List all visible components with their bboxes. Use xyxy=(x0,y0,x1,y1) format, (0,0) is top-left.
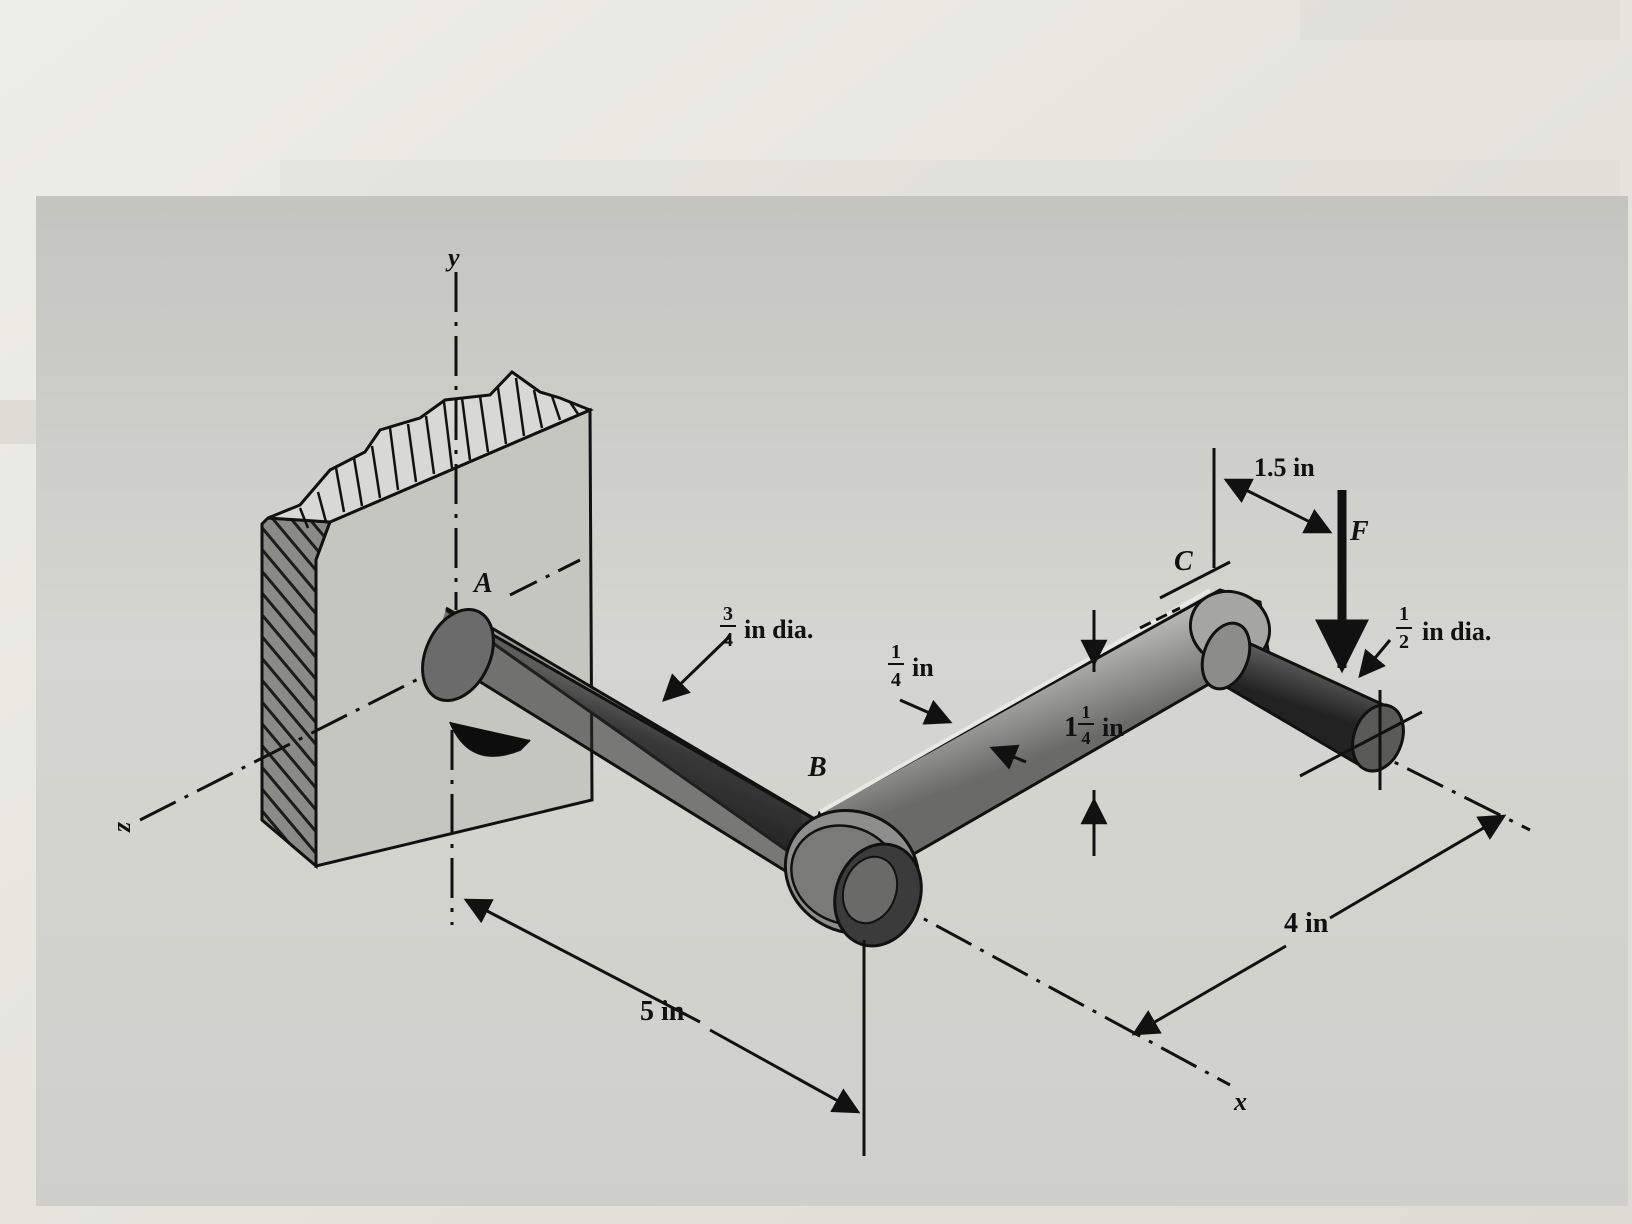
svg-text:4: 4 xyxy=(891,669,901,691)
svg-text:4 in: 4 in xyxy=(1284,908,1329,939)
z-axis-label: z xyxy=(107,821,136,833)
svg-text:in: in xyxy=(912,653,934,682)
crank-arm xyxy=(783,560,1272,948)
svg-text:1: 1 xyxy=(891,641,901,663)
dim-shaft-ab-diameter: 3 4 in dia. xyxy=(662,603,813,702)
svg-text:1: 1 xyxy=(1064,712,1078,743)
svg-text:2: 2 xyxy=(1399,631,1409,653)
y-axis xyxy=(450,272,458,925)
shaft-ab xyxy=(421,606,844,882)
point-b-label: B xyxy=(807,752,827,783)
point-c-label: C xyxy=(1174,546,1193,577)
svg-text:1.5 in: 1.5 in xyxy=(1254,453,1315,482)
dim-pin-diameter: 1 2 in dia. xyxy=(1299,603,1491,790)
dim-crank-width: 1 1 4 in xyxy=(1064,610,1124,856)
dim-offset: 1.5 in xyxy=(1212,448,1333,568)
svg-text:in dia.: in dia. xyxy=(744,615,813,644)
svg-text:in: in xyxy=(1102,713,1124,742)
crank-pin xyxy=(1200,621,1405,773)
dim-length-ab: 5 in xyxy=(463,898,866,1156)
svg-text:in dia.: in dia. xyxy=(1422,617,1491,646)
x-axis-label: x xyxy=(1233,1087,1247,1116)
svg-text:4: 4 xyxy=(723,629,733,651)
svg-text:5 in: 5 in xyxy=(640,996,685,1027)
dim-length-bc: 4 in xyxy=(1131,814,1507,1036)
z-axis xyxy=(139,558,581,822)
svg-text:4: 4 xyxy=(1082,728,1091,748)
point-a-label: A xyxy=(472,568,493,599)
dim-crank-thickness: 1 4 in xyxy=(888,641,1027,770)
svg-text:1: 1 xyxy=(1082,702,1091,722)
svg-text:1: 1 xyxy=(1399,603,1409,625)
force-label: F xyxy=(1349,516,1369,547)
y-axis-label: y xyxy=(445,243,460,272)
svg-text:3: 3 xyxy=(723,603,733,625)
